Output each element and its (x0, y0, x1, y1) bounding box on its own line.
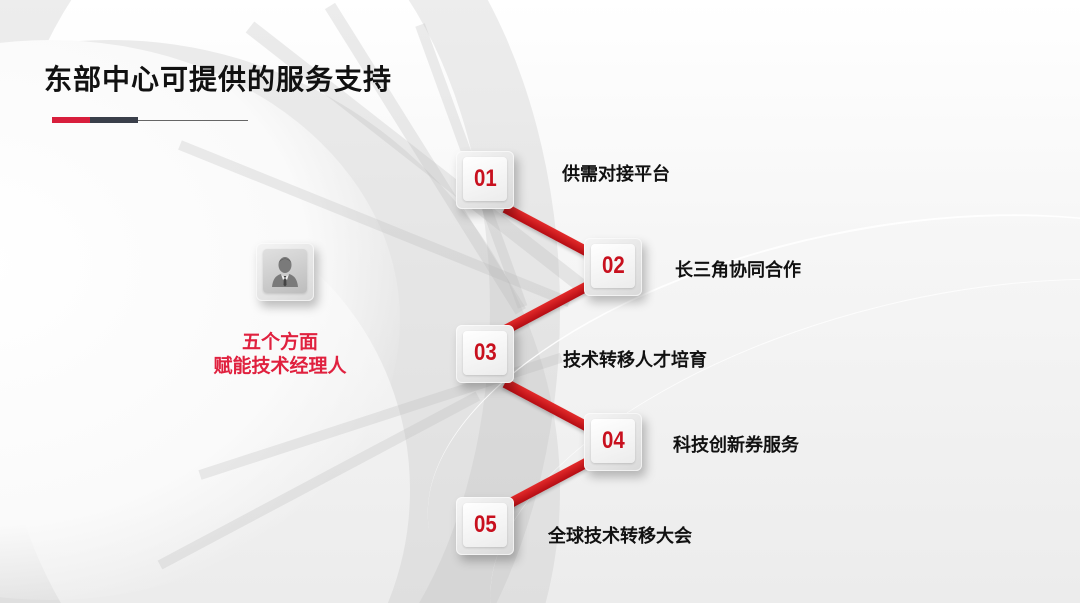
center-caption-line2: 赋能技术经理人 (213, 355, 347, 377)
item-label-02: 长三角协同合作 (675, 260, 801, 281)
underline-thin-line (138, 120, 248, 121)
item-number: 03 (473, 339, 497, 366)
item-label-03: 技术转移人才培育 (563, 350, 707, 371)
item-number: 04 (601, 427, 625, 454)
item-label-01: 供需对接平台 (562, 164, 670, 185)
person-icon (272, 257, 298, 287)
number-tile-02: 02 (584, 238, 642, 296)
number-tile-05: 05 (456, 497, 514, 555)
item-number: 05 (473, 511, 497, 538)
number-tile-04: 04 (584, 413, 642, 471)
item-label-04: 科技创新券服务 (673, 435, 799, 456)
person-icon-tile (256, 243, 314, 301)
page-title: 东部中心可提供的服务支持 (44, 63, 393, 96)
center-caption: 五个方面 赋能技术经理人 (180, 330, 380, 378)
number-tile-03: 03 (456, 325, 514, 383)
number-tile-01: 01 (456, 151, 514, 209)
item-number: 02 (601, 252, 625, 279)
item-number: 01 (473, 165, 497, 192)
center-caption-line1: 五个方面 (241, 331, 318, 353)
item-label-05: 全球技术转移大会 (548, 526, 692, 547)
underline-dark-segment (90, 117, 138, 123)
underline-red-segment (52, 117, 90, 123)
